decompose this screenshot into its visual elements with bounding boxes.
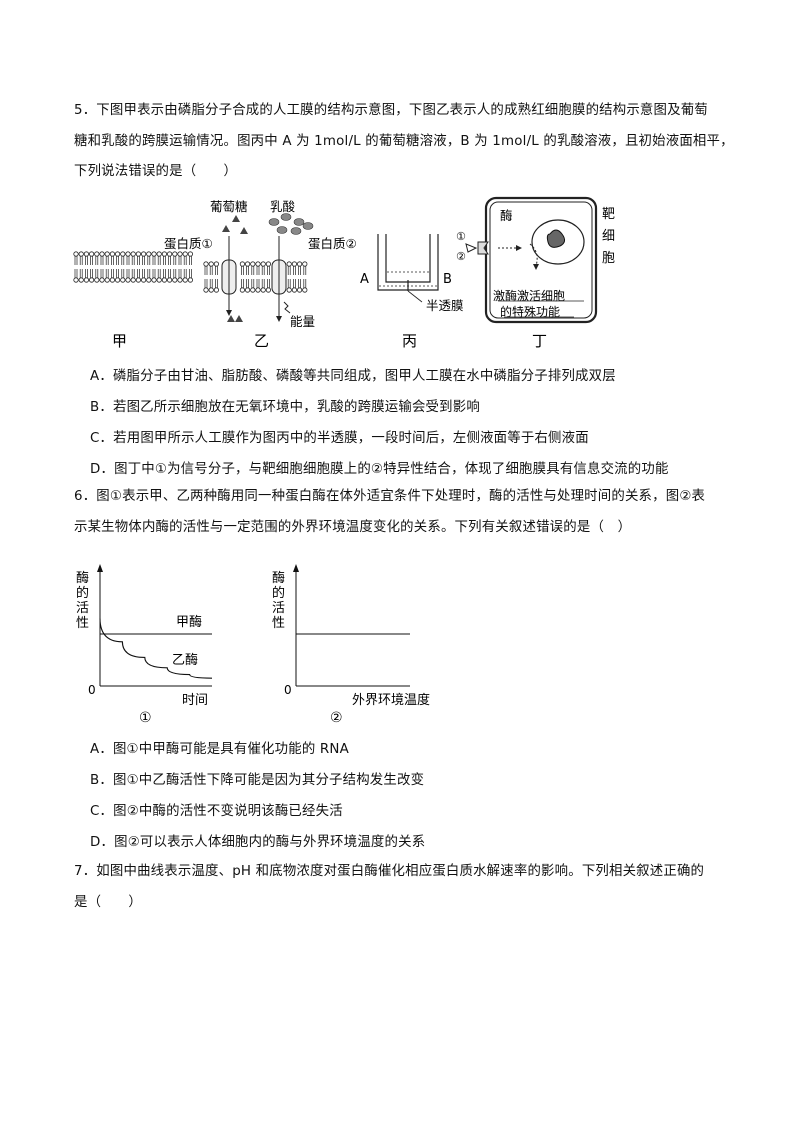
ylabel-char: 活 [272, 601, 285, 616]
signal-molecule-icon [465, 243, 478, 253]
yi-membrane [203, 261, 308, 293]
nucleus-icon [531, 219, 585, 265]
chart1-caption: ① [139, 710, 152, 726]
q7-stem: 7．如图中曲线表示温度、pH 和底物浓度对蛋白酶催化相应蛋白质水解速率的影响。下… [74, 857, 734, 918]
label-lactate: 乳酸 [270, 199, 296, 214]
label-enzyme: 酶 [500, 208, 513, 223]
q7-line2: 是（ ） [74, 894, 142, 910]
label-jia: 甲 [112, 332, 127, 350]
chart2-ylabel: 酶的活性 [272, 570, 285, 631]
label-circle2: ② [456, 250, 466, 263]
ylabel-char: 性 [76, 616, 89, 631]
chart1-series-jia-label: 甲酶 [176, 614, 202, 630]
chart1: 酶的活性 0 时间 甲酶 乙酶 ① [76, 564, 213, 726]
label-protein2: 蛋白质② [308, 236, 357, 251]
label-A: A [360, 272, 369, 287]
label-target-3: 胞 [602, 251, 615, 266]
label-enzyme-act1: 激酶激活细胞 [493, 288, 565, 303]
q6-line2: 示某生物体内酶的活性与一定范围的外界环境温度变化的关系。下列有关叙述错误的是（ … [74, 519, 632, 535]
glucose-triangles [222, 215, 248, 322]
label-ding: 丁 [532, 332, 547, 350]
q5-line2: 糖和乳酸的跨膜运输情况。图丙中 A 为 1mol/L 的葡萄糖溶液，B 为 1m… [74, 133, 734, 149]
q5-option-a: A．磷脂分子由甘油、脂肪酸、磷酸等共同组成，图甲人工膜在水中磷脂分子排列成双层 [90, 369, 616, 384]
label-target-2: 细 [602, 229, 615, 244]
jia-bilayer [73, 251, 194, 283]
q5-option-b: B．若图乙所示细胞放在无氧环境中，乳酸的跨膜运输会受到影响 [90, 400, 480, 415]
q5-option-c: C．若用图甲所示人工膜作为图丙中的半透膜，一段时间后，左侧液面等于右侧液面 [90, 431, 589, 446]
ylabel-char: 的 [76, 585, 89, 601]
q5-figure: 甲 蛋白质① 蛋白质② 葡萄糖 乳酸 能量 乙 A B 半透膜 丙 [73, 196, 615, 350]
chart2-xlabel: 外界环境温度 [352, 692, 430, 708]
chart1-ylabel: 酶的活性 [76, 570, 89, 631]
energy-bolt-icon [283, 301, 291, 314]
chart1-xlabel: 时间 [182, 693, 208, 708]
label-B: B [443, 272, 452, 287]
ylabel-char: 性 [272, 616, 285, 631]
receptor-icon [477, 241, 489, 255]
label-bing: 丙 [402, 332, 417, 350]
q6-line1: 6．图①表示甲、乙两种酶用同一种蛋白酶在体外适宜条件下处理时，酶的活性与处理时间… [74, 489, 706, 504]
chart1-origin: 0 [88, 683, 96, 697]
label-yi: 乙 [254, 332, 269, 350]
q6-option-d: D．图②可以表示人体细胞内的酶与外界环境温度的关系 [90, 835, 426, 850]
label-energy: 能量 [290, 314, 315, 329]
label-protein1: 蛋白质① [164, 236, 213, 251]
lactate-ovals [268, 213, 314, 235]
q5-line3: 下列说法错误的是（ ） [74, 164, 238, 179]
q6-option-b: B．图①中乙酶活性下降可能是因为其分子结构发生改变 [90, 773, 425, 788]
label-circle1: ① [456, 230, 466, 243]
chart2: 酶的活性 0 外界环境温度 ② [272, 564, 430, 726]
q6-stem: 6．图①表示甲、乙两种酶用同一种蛋白酶在体外适宜条件下处理时，酶的活性与处理时间… [74, 482, 734, 543]
chart2-caption: ② [330, 710, 343, 726]
label-glucose: 葡萄糖 [210, 199, 248, 214]
q6-option-c: C．图②中酶的活性不变说明该酶已经失活 [90, 804, 343, 819]
target-cell-outline [484, 196, 598, 324]
ylabel-char: 酶 [76, 570, 89, 586]
q5-line1: 5．下图甲表示由磷脂分子合成的人工膜的结构示意图，下图乙表示人的成熟红细胞膜的结… [74, 103, 708, 118]
label-target-1: 靶 [602, 207, 615, 222]
chart2-origin: 0 [284, 683, 292, 697]
q6-option-a: A．图①中甲酶可能是具有催化功能的 RNA [90, 742, 349, 757]
chart1-series-yi-line [99, 618, 213, 679]
label-membrane: 半透膜 [426, 298, 464, 313]
chart1-series-yi-label: 乙酶 [172, 652, 198, 668]
ylabel-char: 的 [272, 585, 285, 601]
ylabel-char: 酶 [272, 570, 285, 586]
label-enzyme-act2: 的特殊功能 [500, 304, 560, 319]
target-cell-inner [489, 201, 593, 319]
q5-stem: 5．下图甲表示由磷脂分子合成的人工膜的结构示意图，下图乙表示人的成熟红细胞膜的结… [74, 96, 734, 188]
ylabel-char: 活 [76, 601, 89, 616]
q7-line1: 7．如图中曲线表示温度、pH 和底物浓度对蛋白酶催化相应蛋白质水解速率的影响。下… [74, 864, 705, 879]
q5-option-d: D．图丁中①为信号分子，与靶细胞细胞膜上的②特异性结合，体现了细胞膜具有信息交流… [90, 462, 669, 477]
